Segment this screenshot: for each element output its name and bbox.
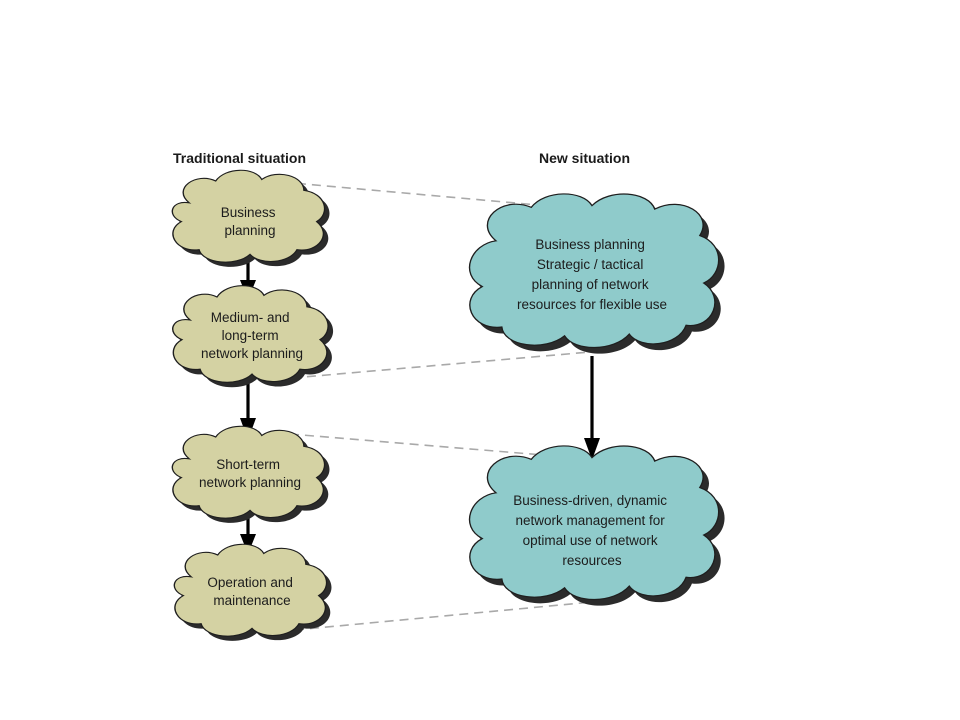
line: Medium- and <box>211 310 290 325</box>
line: Business <box>221 205 276 220</box>
line: planning <box>224 223 275 238</box>
line: network planning <box>201 346 303 361</box>
dashed-connectors <box>281 181 593 631</box>
text-operation-maintenance: Operation and maintenance <box>207 575 296 608</box>
line: Operation and <box>207 575 293 590</box>
text-medium-long-term: Medium- and long-term network planning <box>201 310 303 361</box>
line: long-term <box>222 328 279 343</box>
text-new-business-planning: Business planning Strategic / tactical p… <box>517 237 667 312</box>
line: maintenance <box>213 593 290 608</box>
line: Business-driven, dynamic <box>513 493 667 508</box>
line: Business planning <box>535 237 645 252</box>
heading-traditional: Traditional situation <box>173 150 306 166</box>
line: network planning <box>199 475 301 490</box>
line: planning of network <box>532 277 649 292</box>
cloud-new-business-planning <box>468 193 725 354</box>
line: Strategic / tactical <box>537 257 644 272</box>
text-short-term: Short-term network planning <box>199 457 301 490</box>
line: optimal use of network <box>523 533 658 548</box>
new-arrow <box>584 356 600 460</box>
line: network management for <box>515 513 665 528</box>
connector-bottom <box>294 601 593 631</box>
connector-top <box>281 181 561 208</box>
connector-lower-top <box>289 433 556 457</box>
heading-new: New situation <box>539 150 630 166</box>
text-new-dynamic-management: Business-driven, dynamic network managem… <box>513 493 671 568</box>
connector-upper-bottom <box>291 351 591 379</box>
arrow-3 <box>240 518 256 554</box>
text-business-planning: Business planning <box>221 205 280 238</box>
line: Short-term <box>216 457 280 472</box>
line: resources <box>562 553 622 568</box>
line: resources for flexible use <box>517 297 667 312</box>
